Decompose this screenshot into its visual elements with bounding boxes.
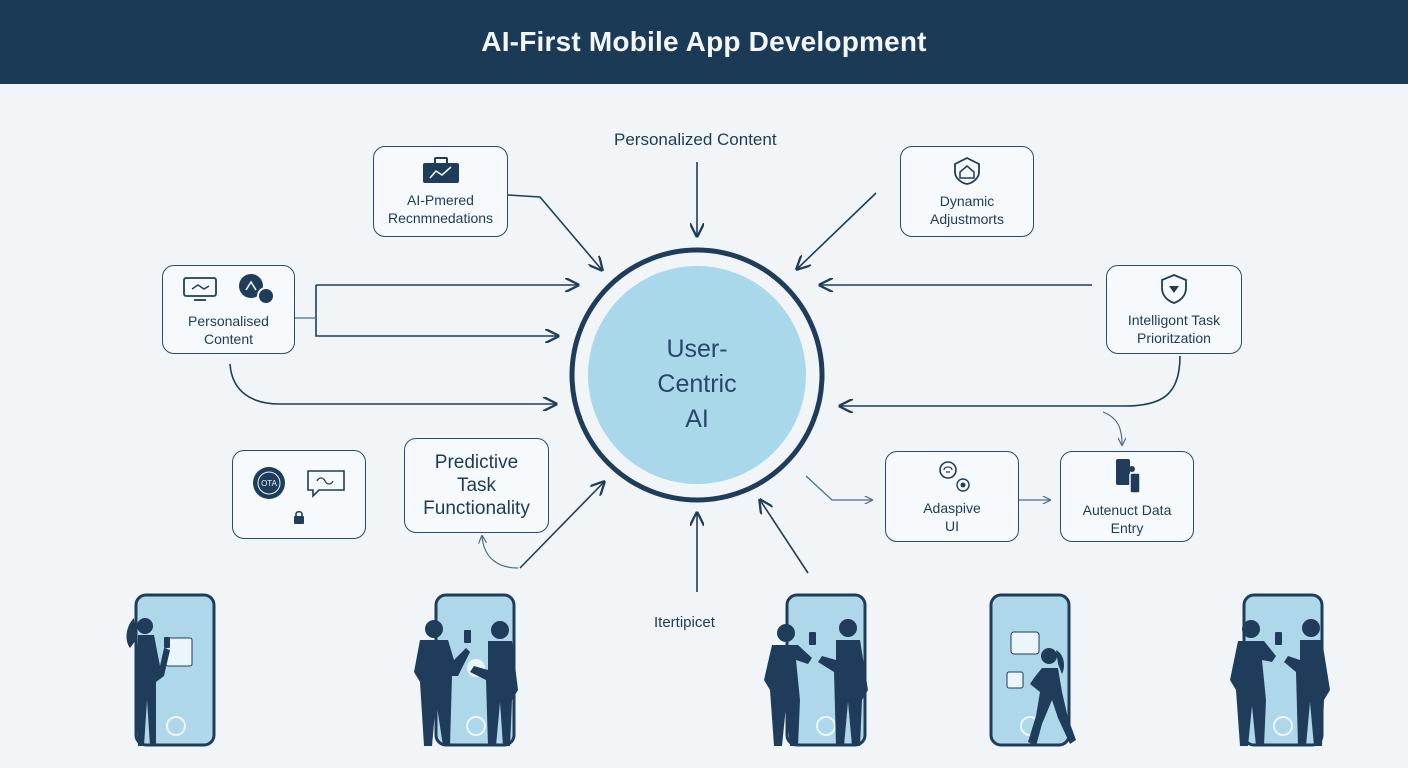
node-dynamic-line-1: Dynamic — [939, 192, 995, 209]
briefcase-chart-icon — [422, 156, 459, 183]
home-shield-icon — [954, 156, 980, 185]
user-chat-icon — [238, 273, 275, 305]
arrow-recommendations — [507, 194, 602, 270]
center-hub — [569, 247, 825, 503]
node-autofill-line-1: Autenuct Data — [1082, 501, 1172, 518]
top-label: Personalized Content — [614, 130, 777, 149]
node-personalised-line-2: Content — [203, 330, 254, 347]
ota-badge-text: OTA — [261, 479, 278, 488]
arrow-personalised-2 — [315, 285, 558, 336]
node-intelligent-line-1: Intelligont Task — [1127, 311, 1221, 328]
center-line-3: AI — [685, 405, 709, 433]
node-autofill-line-2: Entry — [1110, 519, 1144, 536]
phone-user-2 — [414, 593, 518, 747]
node-predictive-line-2: Task — [456, 475, 497, 496]
monitor-icon — [182, 276, 217, 301]
arrow-intelligent-return — [840, 355, 1181, 406]
node-dynamic: Dynamic Adjustmorts — [900, 146, 1034, 237]
node-autofill-entry: Autenuct Data Entry — [1060, 451, 1194, 542]
node-predictive-line-1: Predictive — [434, 452, 519, 473]
phone-user-1 — [126, 593, 216, 747]
node-ota: OTA — [232, 450, 366, 539]
node-intelligent-task: Intelligont Task Prioritzation — [1106, 265, 1242, 354]
node-adaptive-line-2: UI — [945, 517, 959, 534]
phone-user-4 — [989, 593, 1076, 747]
arrow-predictive — [519, 482, 604, 569]
arrow-bottom-right — [760, 500, 809, 574]
node-recommendations-line-2: Recnmnedations — [387, 209, 494, 226]
lock-icon — [294, 510, 304, 524]
node-recommendations: AI-Pmered Recnmnedations — [373, 146, 508, 237]
node-intelligent-line-2: Prioritzation — [1137, 329, 1211, 346]
node-adaptive-ui: Adaspive UI — [885, 451, 1019, 542]
phone-user-3 — [764, 593, 868, 747]
node-recommendations-line-1: AI-Pmered — [407, 191, 474, 208]
node-personalised: Personalised Content — [162, 265, 295, 354]
node-predictive-line-3: Functionality — [423, 498, 530, 519]
mobile-devices-icon — [1116, 458, 1141, 494]
center-hub-label: User- Centric AI — [610, 332, 784, 437]
page-title: AI-First Mobile App Development — [481, 26, 927, 57]
fingerprint-icon — [939, 460, 970, 492]
node-personalised-line-1: Personalised — [188, 312, 269, 329]
diagram-canvas — [126, 162, 1330, 747]
center-line-1: User- — [666, 335, 728, 363]
globe-badge-icon: OTA — [253, 466, 285, 499]
bottom-label: Itertipicet — [654, 614, 715, 631]
shield-icon — [1161, 273, 1187, 304]
arrow-personalised-3 — [229, 363, 556, 404]
title-bar: AI-First Mobile App Development — [0, 0, 1408, 84]
node-predictive-task: Predictive Task Functionality — [404, 438, 549, 533]
arrow-to-adaptive — [805, 475, 872, 500]
node-adaptive-line-1: Adaspive — [923, 499, 981, 516]
phone-user-5 — [1230, 593, 1330, 747]
node-dynamic-line-2: Adjustmorts — [930, 210, 1004, 227]
speech-bubble-icon — [307, 469, 345, 498]
arrow-predictive-loop — [482, 536, 519, 569]
center-line-2: Centric — [657, 370, 737, 398]
arrow-dynamic — [797, 192, 877, 269]
arrow-to-autofill-drop — [1102, 411, 1122, 445]
